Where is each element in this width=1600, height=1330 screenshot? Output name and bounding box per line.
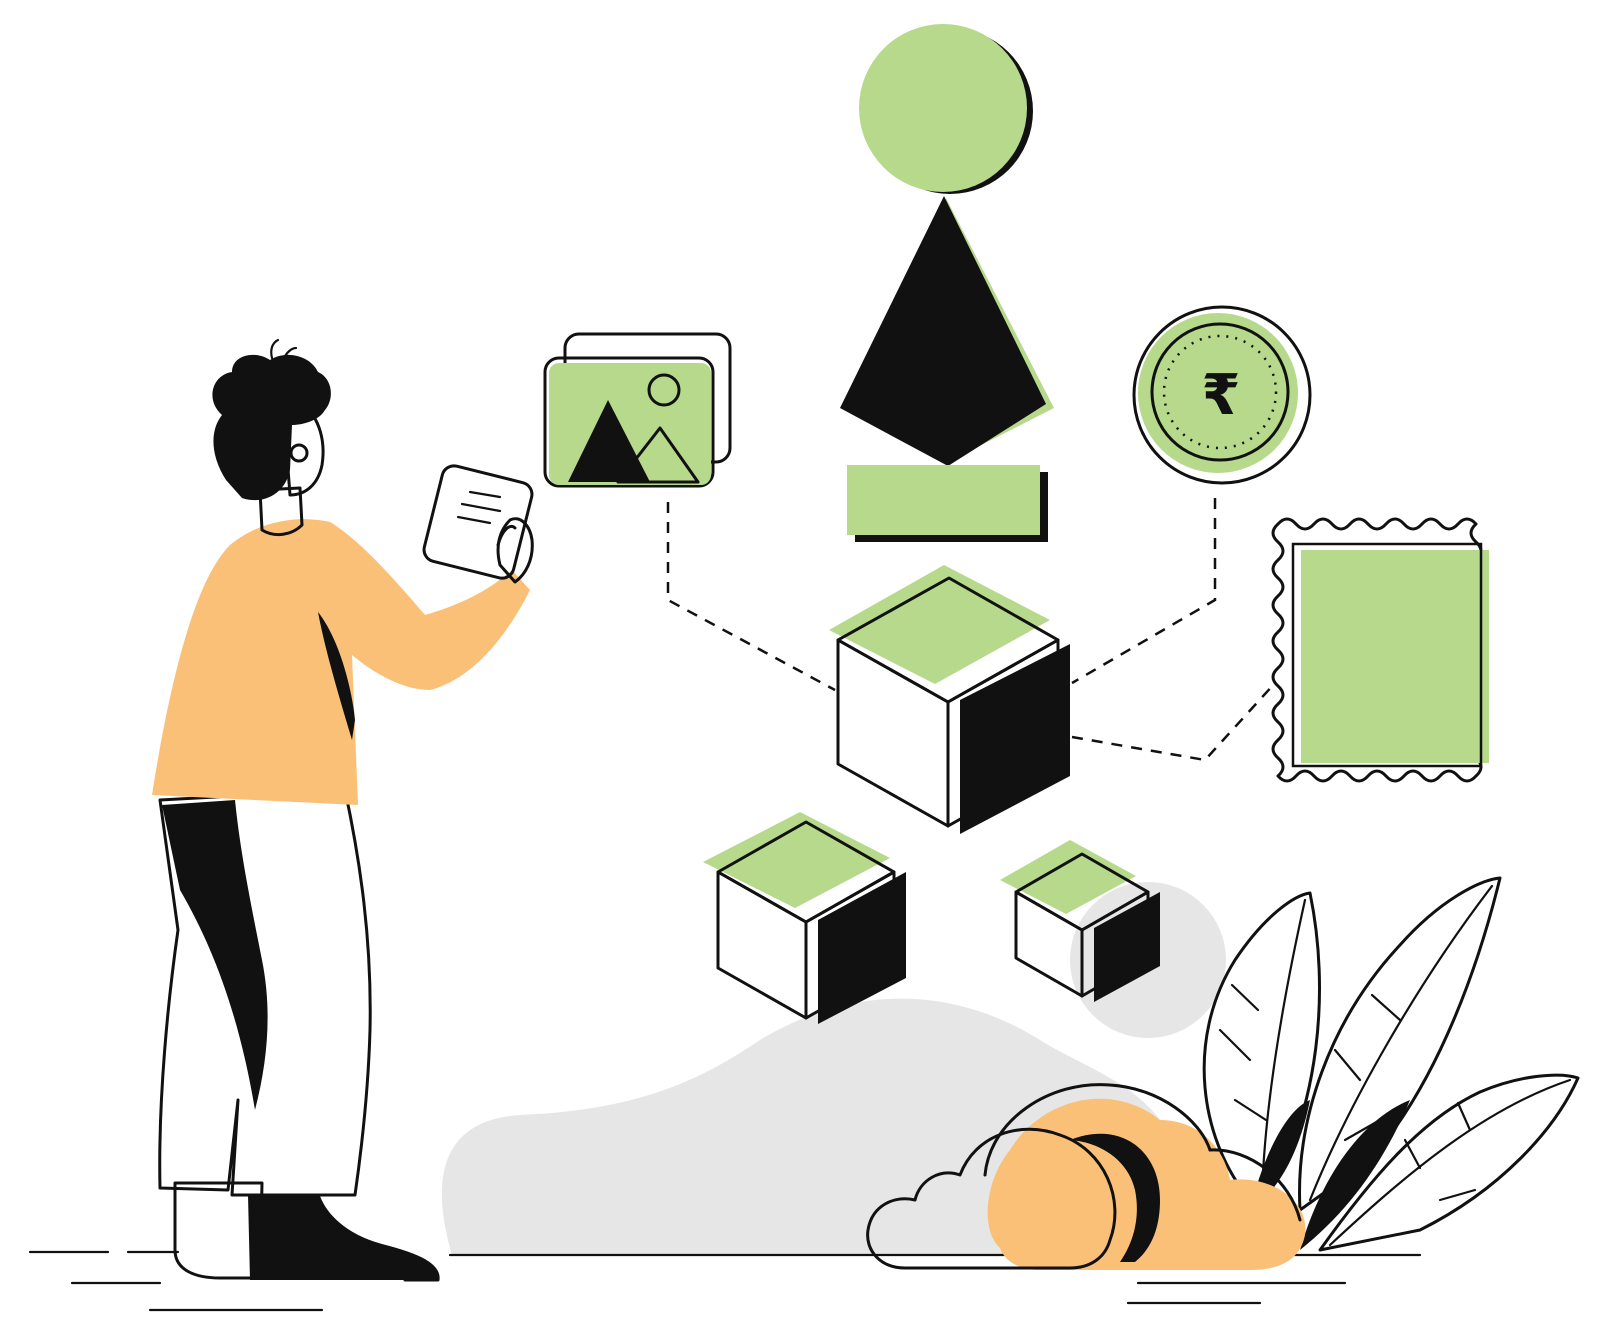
mountain-icon xyxy=(568,400,650,482)
plant-leaves xyxy=(1202,876,1580,1252)
green-circle-shape xyxy=(859,24,1033,194)
large-cube xyxy=(829,565,1070,834)
hair xyxy=(212,354,331,501)
image-gallery-icon xyxy=(543,332,732,488)
earring xyxy=(289,443,309,463)
neck xyxy=(258,486,304,537)
left-shoe xyxy=(173,1181,264,1280)
phone-icon xyxy=(422,464,534,580)
trousers xyxy=(158,788,372,1197)
person-figure xyxy=(152,338,534,1282)
right-shoe xyxy=(248,1195,439,1280)
clouds xyxy=(866,1083,1306,1270)
small-cube xyxy=(1000,840,1160,1002)
trousers-shadow xyxy=(162,800,268,1110)
sweater-shadow xyxy=(318,612,355,740)
sun-icon xyxy=(647,373,681,407)
rupee-symbol: ₹ xyxy=(1202,363,1241,428)
black-diamond-shape xyxy=(840,196,1054,466)
connector-lines xyxy=(666,498,1276,762)
green-rectangle-shape xyxy=(847,465,1048,542)
medium-cube xyxy=(703,812,906,1024)
rupee-coin-icon: ₹ xyxy=(1132,305,1312,485)
white-cloud xyxy=(866,1127,1117,1270)
postage-stamp-icon xyxy=(1271,517,1489,783)
